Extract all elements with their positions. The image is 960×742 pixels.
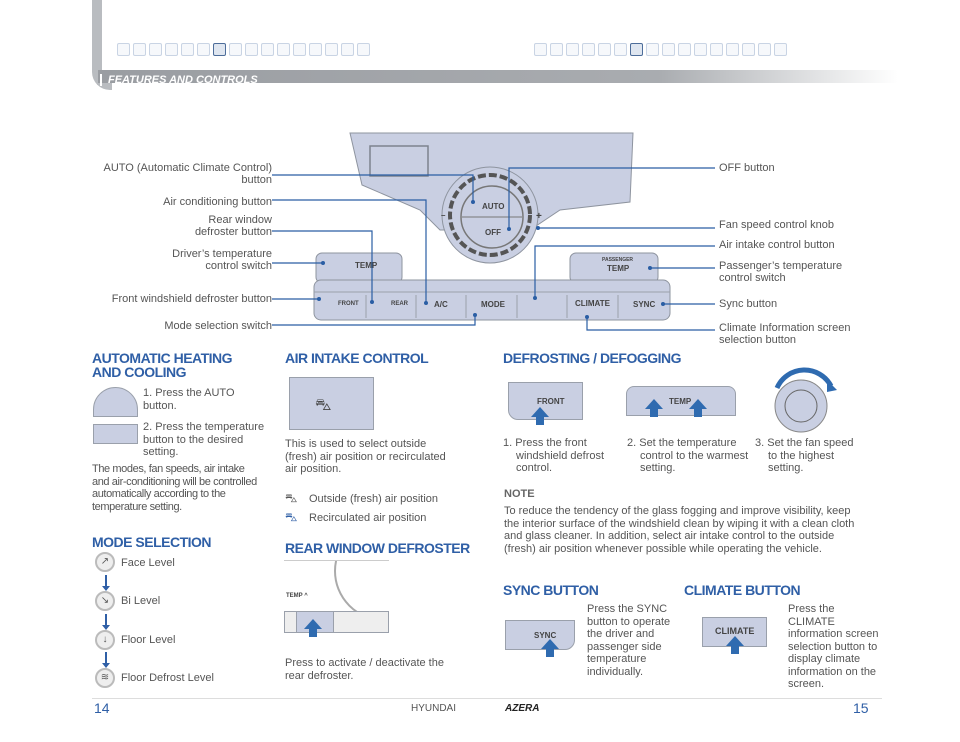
climate-heading: CLIMATE BUTTON xyxy=(684,582,801,598)
climate-button[interactable]: CLIMATE xyxy=(575,299,610,308)
note-body: To reduce the tendency of the glass fogg… xyxy=(504,505,855,555)
recirculated-air-icon: ⛍ xyxy=(285,510,298,524)
auto-step-2: 2. Press the temperature button to the d… xyxy=(143,421,265,458)
defrost-step-2: 2. Set the temperature control to the wa… xyxy=(627,437,749,474)
label-driver-temp: Driver’s temperature control switch xyxy=(172,248,272,272)
mode-button[interactable]: MODE xyxy=(481,300,505,309)
label-air-intake: Air intake control button xyxy=(719,239,835,251)
temp-switch-image xyxy=(93,424,138,444)
floor-level-icon: ↓ xyxy=(95,630,115,650)
climate-panel-diagram xyxy=(272,132,715,331)
nav-icons-right xyxy=(534,43,787,56)
fresh-air-icon: ⛍ xyxy=(285,491,298,505)
mode-item-floor-defrost: Floor Defrost Level xyxy=(121,672,214,684)
mode-item-floor: Floor Level xyxy=(121,634,176,646)
climate-body: Press the CLIMATE information screen sel… xyxy=(788,603,879,690)
auto-body: The modes, fan speeds, air intake and ai… xyxy=(92,463,257,513)
intake-heading: AIR INTAKE CONTROL xyxy=(285,350,429,366)
nav-icons-left xyxy=(117,43,370,56)
auto-step-1: 1. Press the AUTO button. xyxy=(143,387,235,412)
arrow-down-icon xyxy=(102,652,110,668)
fan-plus: + xyxy=(536,211,542,222)
sync-body: Press the SYNC button to operate the dri… xyxy=(587,603,671,678)
note-title: NOTE xyxy=(504,488,535,500)
rear-heading: REAR WINDOW DEFROSTER xyxy=(285,540,470,556)
front-defrost-button[interactable]: FRONT xyxy=(338,301,359,307)
auto-button[interactable]: AUTO xyxy=(482,202,505,211)
defrost-step-3: 3. Set the fan speed to the highest sett… xyxy=(755,437,854,474)
sync-button[interactable]: SYNC xyxy=(633,300,656,309)
face-level-icon: ↗ xyxy=(95,552,115,572)
section-band: FEATURES AND CONTROLS xyxy=(98,70,898,86)
auto-heading: AUTOMATIC HEATING AND COOLING xyxy=(92,350,233,380)
label-off: OFF button xyxy=(719,162,775,174)
fan-minus: – xyxy=(441,211,446,220)
arrow-down-icon xyxy=(102,575,110,591)
label-auto: AUTO (Automatic Climate Control) button xyxy=(103,162,272,186)
page-frame xyxy=(92,0,112,90)
fan-knob-image xyxy=(774,367,837,433)
rear-defrost-button[interactable]: REAR xyxy=(391,301,409,307)
label-sync: Sync button xyxy=(719,298,778,310)
defrost-heading: DEFROSTING / DEFOGGING xyxy=(503,350,682,366)
sync-button-image: SYNC xyxy=(505,620,575,657)
passenger-label: PASSENGER xyxy=(602,257,634,263)
label-passenger-temp: Passenger’s temperature control switch xyxy=(719,260,843,284)
label-climate: Climate Information screen selection but… xyxy=(719,322,851,346)
climate-button-image: CLIMATE xyxy=(702,617,767,654)
footer-brand: HYUNDAI xyxy=(411,703,457,714)
arrow-down-icon xyxy=(102,614,110,630)
rear-defroster-image: TEMP ^ xyxy=(284,560,389,638)
front-defrost-image: FRONT xyxy=(508,382,583,425)
intake-recirculated: Recirculated air position xyxy=(309,512,427,524)
label-mode: Mode selection switch xyxy=(164,320,272,332)
label-front-defroster: Front windshield defroster button xyxy=(111,293,272,305)
section-title: FEATURES AND CONTROLS xyxy=(100,74,258,86)
auto-knob-image xyxy=(93,387,138,417)
defrost-step-1: 1. Press the front windshield defrost co… xyxy=(503,437,605,474)
temp-switch-image: TEMP xyxy=(626,386,736,417)
footer-model: AZERA xyxy=(505,703,540,714)
off-button[interactable]: OFF xyxy=(485,228,501,237)
driver-temp-switch[interactable]: TEMP xyxy=(355,261,378,270)
mode-item-face: Face Level xyxy=(121,557,175,569)
mode-heading: MODE SELECTION xyxy=(92,534,212,550)
air-intake-button-image: ⛍ xyxy=(289,377,374,430)
passenger-temp-switch[interactable]: TEMP xyxy=(607,264,630,273)
page-number-left: 14 xyxy=(94,700,110,716)
sync-heading: SYNC BUTTON xyxy=(503,582,599,598)
intake-body: This is used to select outside (fresh) a… xyxy=(285,438,446,475)
rear-body: Press to activate / deactivate the rear … xyxy=(285,657,444,682)
label-rear-defroster: Rear window defroster button xyxy=(194,214,272,238)
intake-fresh: Outside (fresh) air position xyxy=(309,493,438,505)
label-fan-knob: Fan speed control knob xyxy=(719,219,834,231)
page-number-right: 15 xyxy=(853,700,869,716)
bi-level-icon: ↘ xyxy=(95,591,115,611)
mode-item-bi: Bi Level xyxy=(121,595,161,607)
floor-defrost-icon: ≋ xyxy=(95,668,115,688)
ac-button[interactable]: A/C xyxy=(434,300,448,309)
footer-divider xyxy=(92,698,882,699)
label-ac: Air conditioning button xyxy=(163,196,272,208)
